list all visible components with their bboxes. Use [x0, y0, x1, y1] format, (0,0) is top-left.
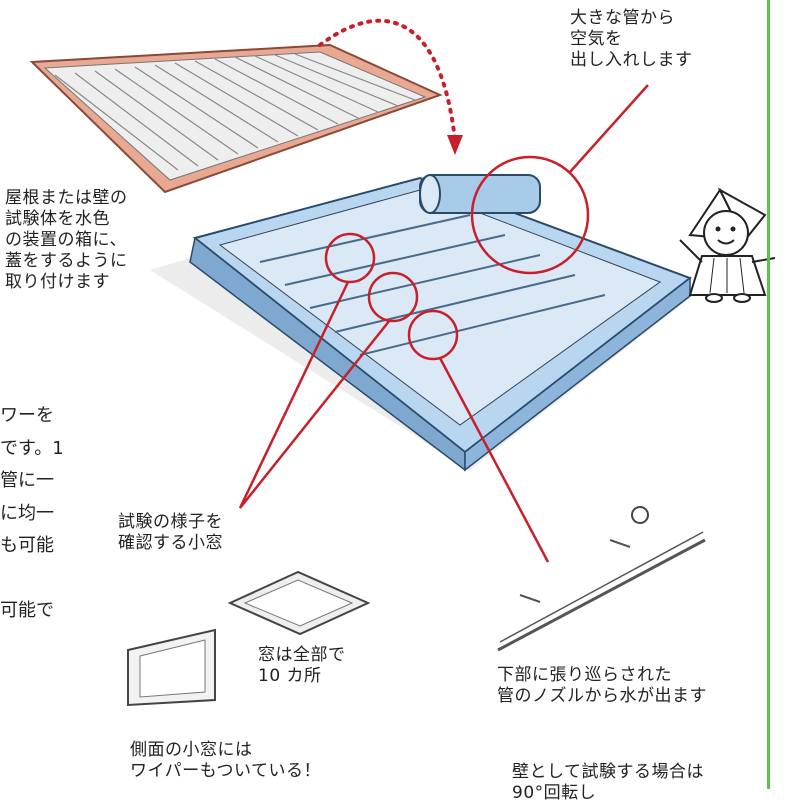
specimen-label: 屋根または壁の 試験体を水色 の装置の箱に、 蓋をするように 取り付けます — [5, 188, 128, 292]
window-callout-circle-2 — [367, 271, 419, 323]
mascot-character — [679, 187, 776, 303]
top-window-detail — [227, 570, 371, 636]
page-divider — [767, 0, 770, 789]
window-callout-circle-1 — [324, 232, 376, 284]
wiper-label: 側面の小窓には ワイパーもついている！ — [130, 740, 321, 781]
roof-specimen-panel — [29, 43, 443, 194]
window-view-label: 試験の様子を 確認する小窓 — [118, 512, 223, 553]
test-apparatus-box — [189, 174, 693, 472]
callout-markers — [238, 84, 649, 563]
nozzle-callout-circle — [407, 309, 459, 361]
nozzle-pipe-detail — [497, 506, 706, 652]
dotted-arrow — [318, 18, 457, 142]
air-pipe-callout-circle — [470, 155, 590, 275]
nozzle-label: 下部に張り巡らされた 管のノズルから水が出ます — [497, 665, 707, 706]
side-window-detail — [127, 628, 216, 707]
wall-test-label: 壁として試験する場合は 90°回転し — [512, 762, 704, 803]
air-pipe-label: 大きな管から 空気を 出し入れします — [570, 8, 693, 70]
body-text-fragment: ワーを です。1 管に一 に均一 も可能 可能で — [0, 405, 64, 621]
window-count-label: 窓は全部で 10 カ所 — [258, 645, 346, 686]
arrow-head-icon — [447, 135, 463, 155]
